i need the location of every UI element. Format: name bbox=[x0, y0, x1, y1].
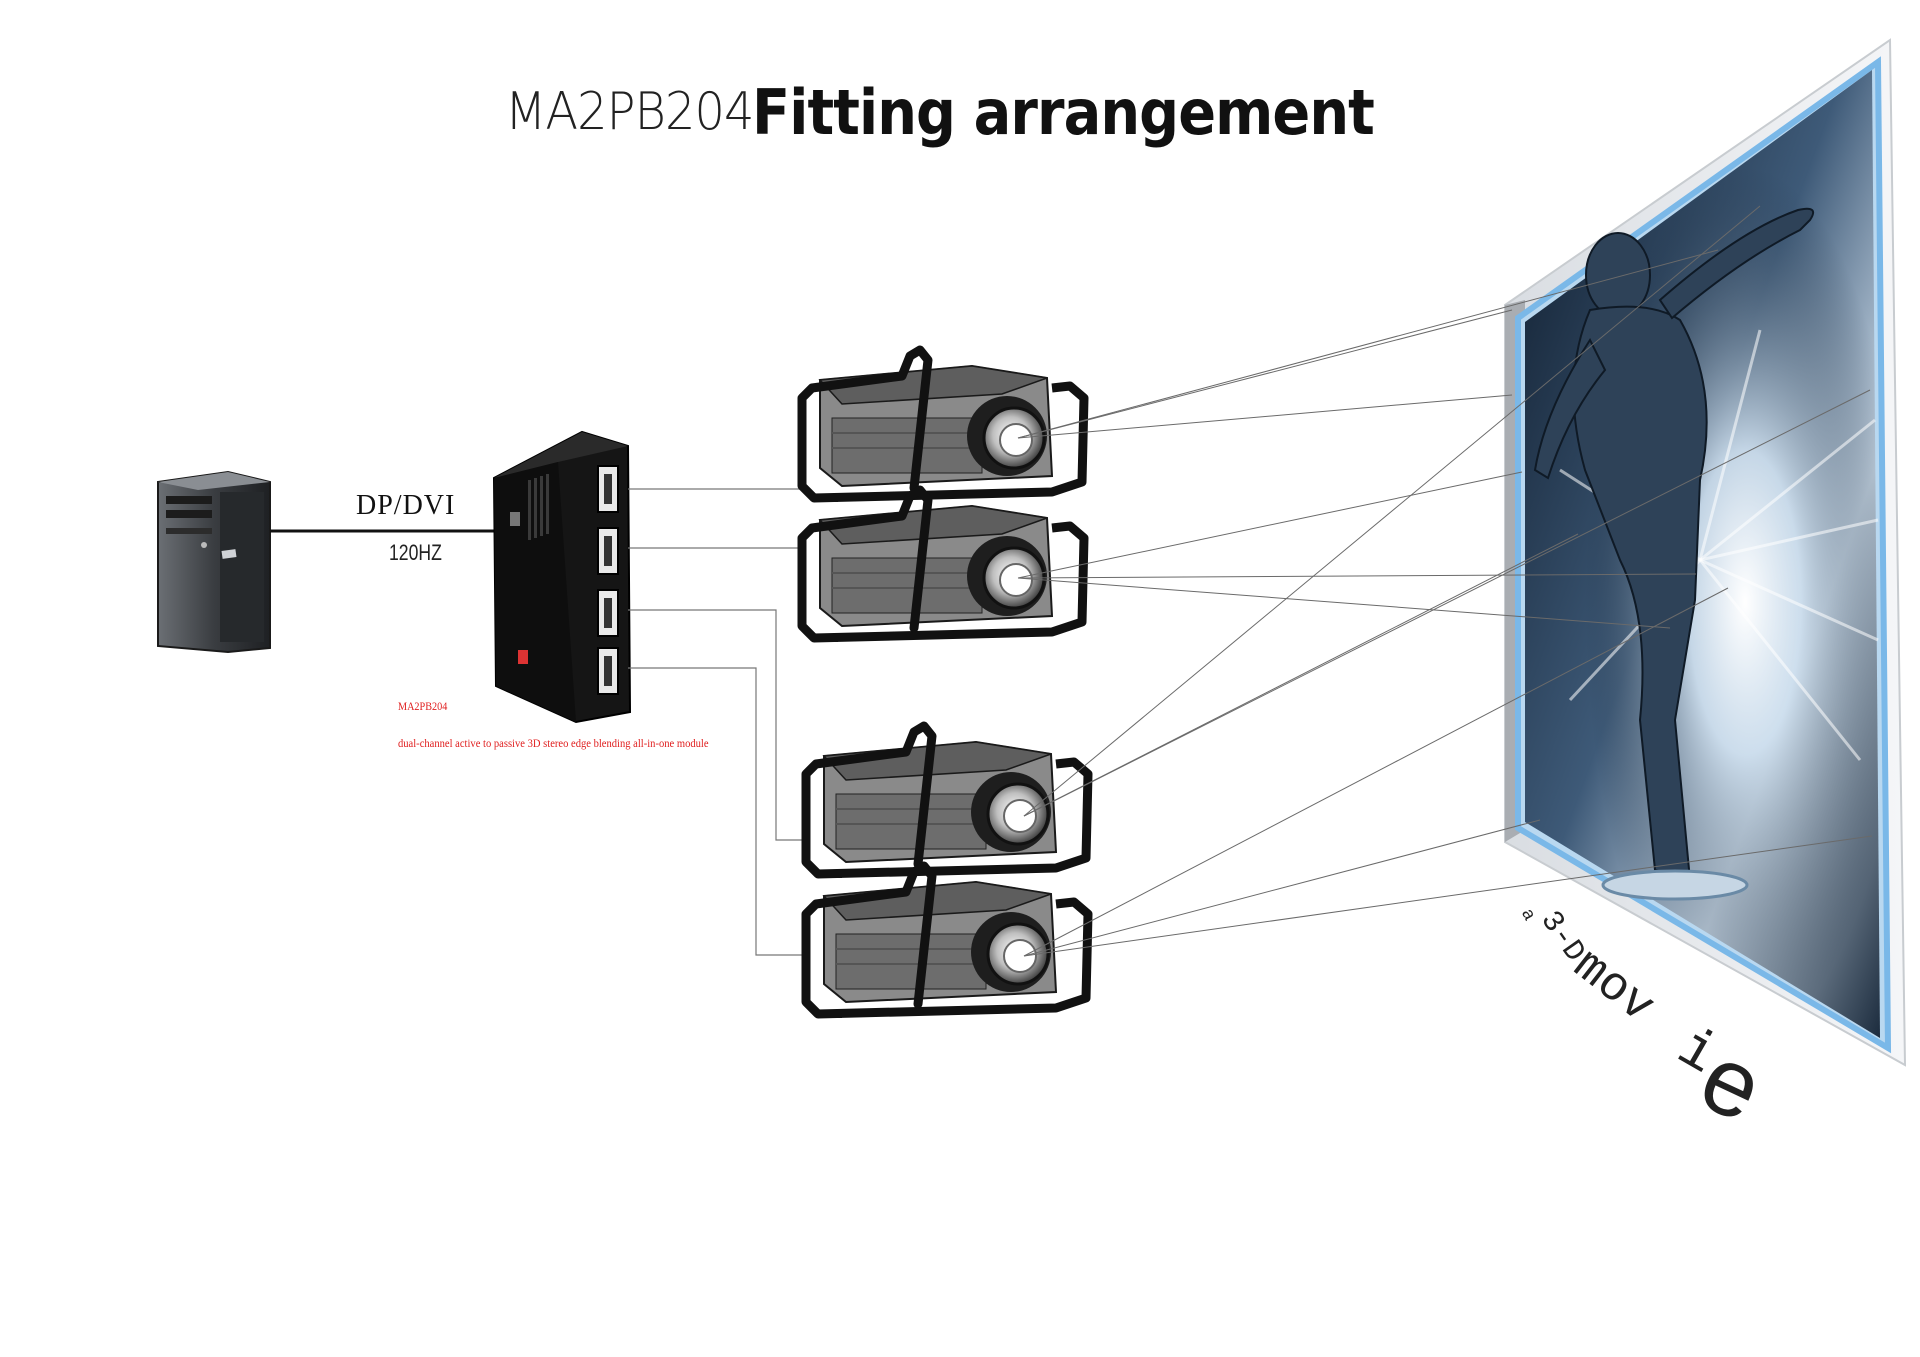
projector-icon bbox=[806, 726, 1088, 878]
refresh-rate-label: 120HZ bbox=[389, 540, 442, 565]
projector-icon bbox=[802, 490, 1084, 642]
module-description-label: dual-channel active to passive 3D stereo… bbox=[398, 736, 709, 750]
projection-rays bbox=[1017, 205, 1873, 957]
edge-blending-module-icon bbox=[492, 430, 632, 724]
projector-icon bbox=[806, 866, 1088, 1018]
3d-screen-icon bbox=[1504, 38, 1907, 1067]
module-output-cables bbox=[628, 488, 806, 956]
projector-icon bbox=[802, 350, 1084, 502]
diagram-main-title: Fitting arrangement bbox=[752, 76, 1375, 149]
module-name-label: MA2PB204 bbox=[398, 699, 448, 713]
desktop-tower-icon bbox=[157, 470, 271, 654]
projector-stack-upper bbox=[802, 350, 1084, 642]
projector-stack-lower bbox=[806, 726, 1088, 1018]
interface-label: DP/DVI bbox=[356, 490, 456, 521]
diagram-model-title: MA2PB204 bbox=[505, 82, 754, 142]
